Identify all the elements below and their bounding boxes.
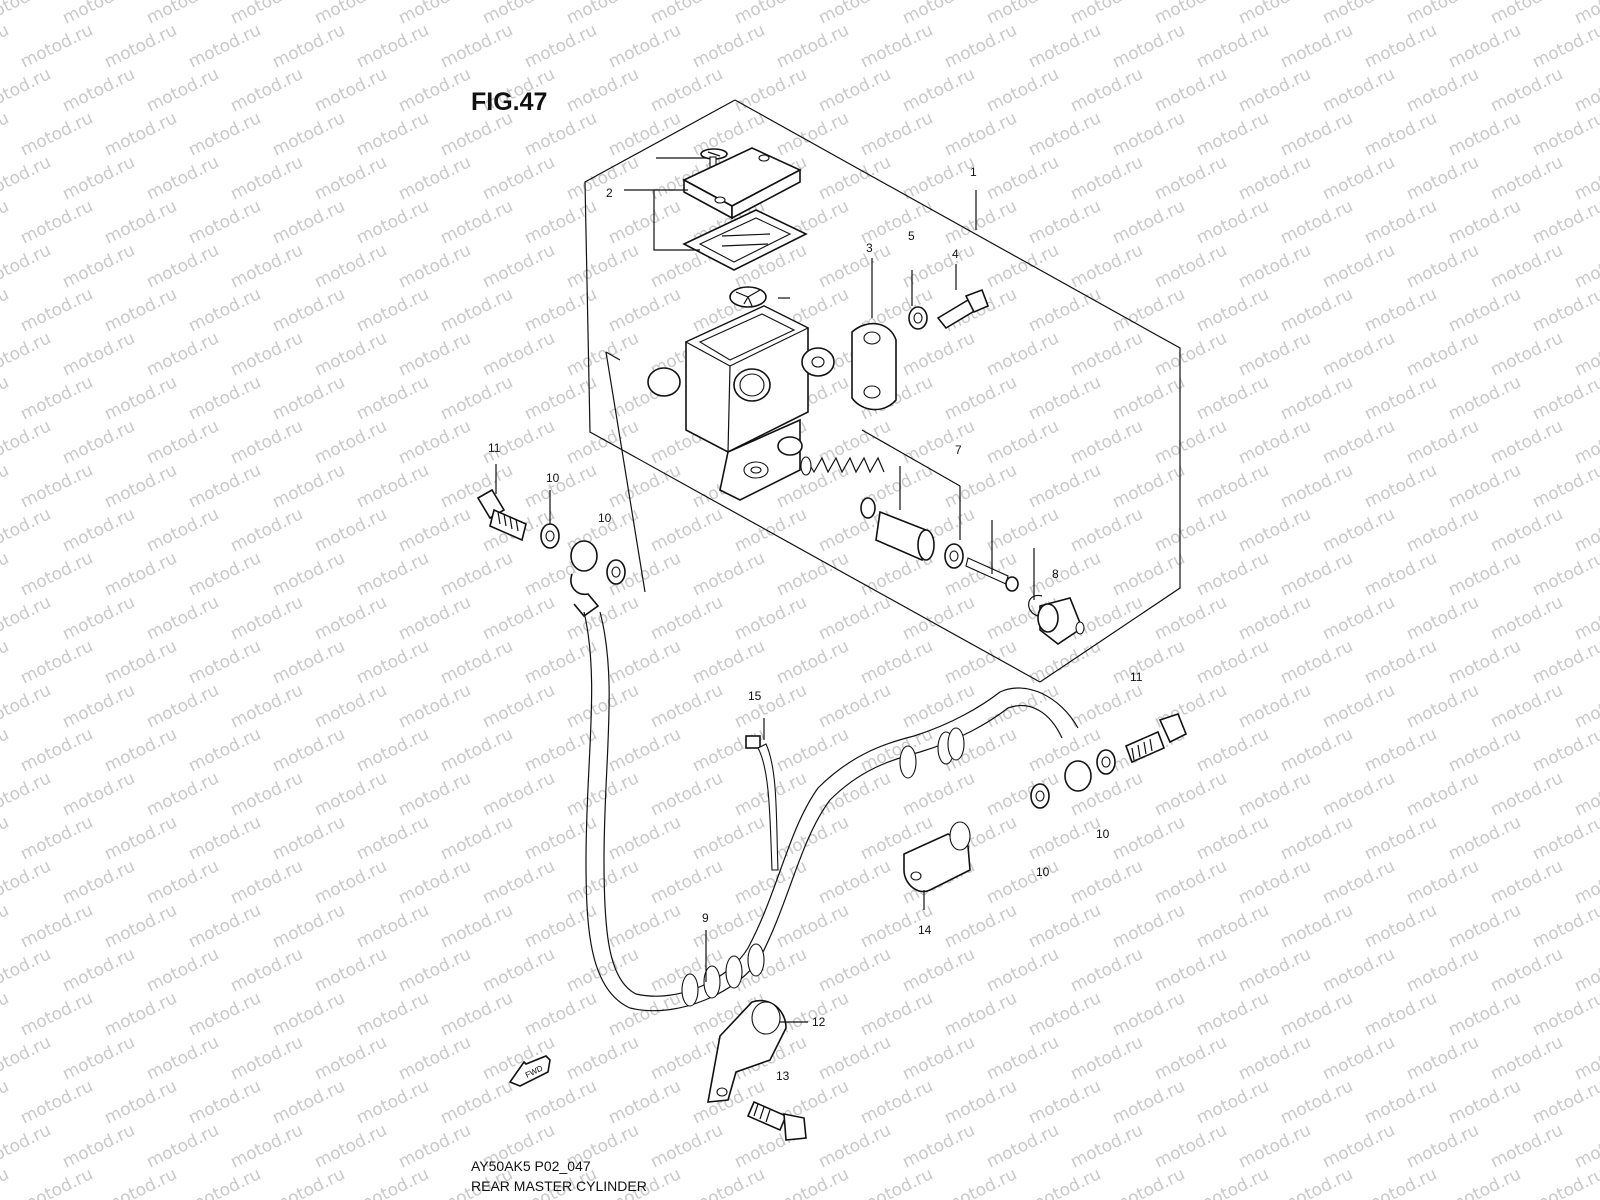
callout-7: 7	[955, 443, 962, 457]
bracket-bolt	[936, 288, 990, 330]
piston	[875, 510, 935, 562]
callout-9: 9	[702, 911, 709, 925]
sealing-washer-lower-1	[1030, 783, 1050, 809]
mounting-bracket	[851, 322, 897, 411]
callout-13: 13	[776, 1069, 790, 1083]
callout-4: 4	[952, 247, 959, 261]
sealing-washer-upper-2	[606, 559, 626, 585]
callout-10-lower-2: 10	[1036, 865, 1050, 879]
fwd-direction-marker: FWD	[508, 1055, 551, 1087]
callout-10-upper-2: 10	[598, 511, 612, 525]
master-cylinder-body	[647, 305, 835, 501]
callout-1: 1	[970, 165, 977, 179]
clamp-bolt	[746, 1100, 807, 1141]
diaphragm	[682, 209, 808, 271]
cap-screw	[700, 148, 728, 176]
union-bolt-lower	[1124, 713, 1188, 764]
arrow-forward-icon	[508, 1055, 551, 1087]
drawing-code: AY50AK5 P02_047	[471, 1158, 591, 1174]
hose-clamp	[903, 821, 971, 893]
callout-11-upper: 11	[488, 441, 501, 455]
sealing-washer-upper-1	[540, 523, 560, 549]
diaphragm-plate	[729, 286, 767, 308]
sealing-washer-lower-2	[1096, 749, 1116, 775]
callout-8: 8	[1052, 567, 1059, 581]
hose-banjo-upper	[570, 540, 600, 618]
figure-caption: REAR MASTER CYLINDER	[471, 1178, 647, 1194]
hose-banjo-lower	[1064, 760, 1092, 792]
union-bolt-upper	[476, 488, 527, 542]
push-rod-boot	[1037, 597, 1085, 645]
leader-lines	[495, 157, 1035, 1023]
callout-3: 3	[866, 241, 873, 255]
callout-11-lower: 11	[1130, 670, 1143, 684]
hose-guide-clamp	[707, 999, 787, 1103]
callout-14: 14	[918, 923, 932, 937]
circlip	[1028, 594, 1043, 617]
piston-spring	[800, 456, 885, 476]
callout-10-upper-1: 10	[546, 471, 560, 485]
callout-10-lower-1: 10	[1096, 827, 1110, 841]
callout-15: 15	[748, 689, 762, 703]
piston-washer	[944, 543, 964, 569]
push-rod	[965, 557, 1019, 592]
callout-2: 2	[606, 186, 613, 200]
callout-12: 12	[812, 1015, 826, 1029]
cable-tie	[745, 735, 779, 871]
bracket-washer	[908, 306, 928, 330]
callout-5: 5	[908, 229, 915, 243]
reservoir-cap	[682, 147, 802, 220]
figure-title: FIG.47	[471, 88, 548, 116]
callout-labels: 1 2 3 4 5 7 8 9 10 10 10 10 11 11 12 13 …	[488, 165, 1143, 1083]
assembly-box	[584, 99, 1181, 683]
brake-hose	[583, 611, 1079, 1012]
piston-cup	[860, 497, 876, 519]
